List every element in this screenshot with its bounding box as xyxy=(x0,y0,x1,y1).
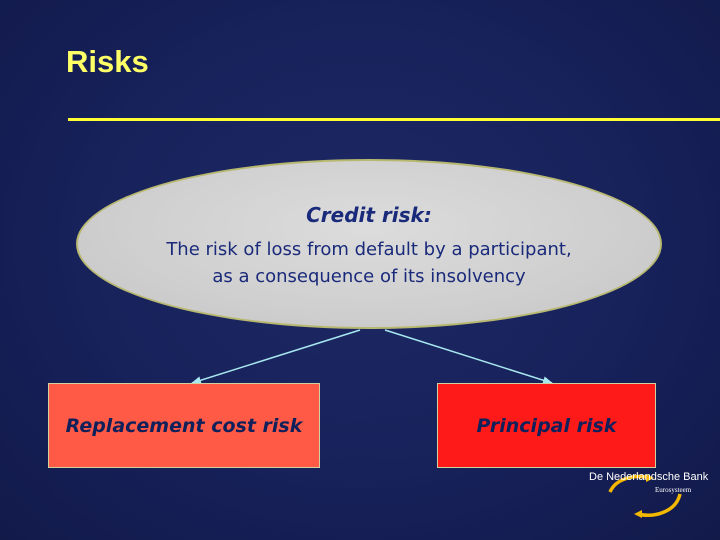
logo-wordmark: De Nederlandsche Bank xyxy=(589,471,709,483)
title-underline xyxy=(68,118,720,121)
credit-risk-ellipse xyxy=(76,159,662,329)
credit-risk-heading: Credit risk: xyxy=(306,203,432,227)
replacement-cost-risk-box: Replacement cost risk xyxy=(48,383,320,468)
dnb-logo-icon xyxy=(608,474,682,518)
credit-risk-definition: The risk of loss from default by a parti… xyxy=(76,236,662,290)
arrow-to-replacement-cost xyxy=(191,329,361,385)
credit-risk-definition-line2: as a consequence of its insolvency xyxy=(212,266,526,287)
credit-risk-definition-line1: The risk of loss from default by a parti… xyxy=(166,239,572,260)
principal-risk-label: Principal risk xyxy=(476,414,617,437)
slide-title: Risks xyxy=(66,44,149,79)
logo-subtitle: Eurosysteem xyxy=(655,486,692,494)
principal-risk-box: Principal risk xyxy=(437,383,656,468)
arrow-to-principal xyxy=(384,329,553,385)
replacement-cost-risk-label: Replacement cost risk xyxy=(65,414,303,437)
